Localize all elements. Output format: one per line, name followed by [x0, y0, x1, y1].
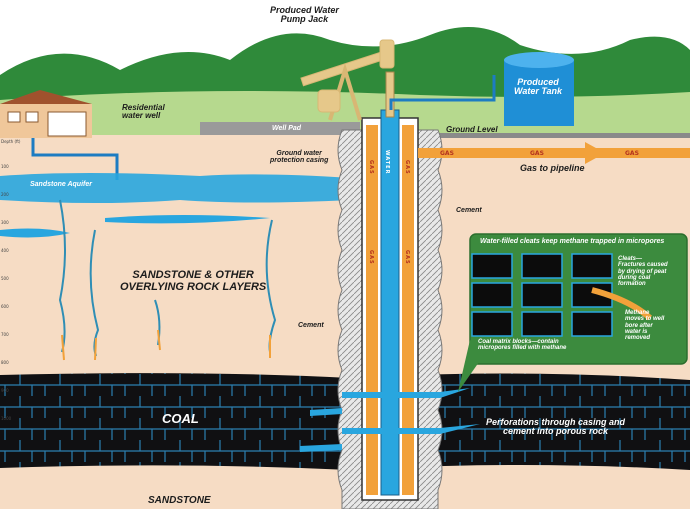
depth-axis-title: Depth (ft)	[1, 139, 21, 144]
aquifer-label: Sandstone Aquifer	[30, 181, 92, 188]
overlying-layers-label: SANDSTONE & OTHER OVERLYING ROCK LAYERS	[120, 269, 267, 293]
pipeline-gas-label-2: GAS	[530, 150, 544, 157]
cleats-inset	[458, 233, 688, 392]
coal-label: COAL	[162, 411, 199, 426]
depth-tick-label: 300	[1, 220, 9, 225]
gas-annulus-label-2: GAS	[404, 160, 410, 175]
gas-annulus-right	[402, 125, 414, 495]
residential-well-label: Residential water well	[122, 103, 165, 121]
house	[0, 90, 92, 138]
well-pad	[200, 122, 360, 135]
ground-level-line	[420, 133, 690, 138]
depth-tick-label: 600	[1, 304, 9, 309]
inset-title: Water-filled cleats keep methane trapped…	[480, 238, 665, 245]
residential-well-pipe	[31, 138, 119, 180]
protection-casing-label: Ground water protection casing	[270, 150, 329, 165]
sandstone-bottom-label: SANDSTONE	[148, 495, 211, 506]
gas-seeps	[61, 329, 271, 361]
pump-jack	[300, 39, 395, 121]
gas-annulus-label-3: GAS	[368, 250, 374, 265]
depth-tick-label: 800	[1, 360, 9, 365]
inset-methane-label: Methane moves to well bore after water i…	[625, 310, 665, 342]
pipeline-gas-label-3: GAS	[625, 150, 639, 157]
gas-to-pipeline-label: Gas to pipeline	[520, 163, 585, 173]
depth-tick-label: 700	[1, 332, 9, 337]
inset-cleats-label: Cleats— Fractures caused by drying of pe…	[618, 256, 668, 288]
gas-annulus-label-1: GAS	[368, 160, 374, 175]
water-pipe-to-tank	[389, 75, 496, 110]
perforations	[300, 388, 480, 452]
pipeline-gas-label-1: GAS	[440, 150, 454, 157]
cement-left-label: Cement	[298, 322, 324, 329]
cement-right-label: Cement	[456, 207, 482, 214]
pump-jack-label: Produced Water Pump Jack	[270, 5, 339, 25]
pipeline-arrow	[585, 142, 605, 164]
aquifer-lens-2	[0, 228, 70, 238]
ground-level-label: Ground Level	[446, 125, 498, 134]
water-tubing-label: WATER	[384, 150, 390, 175]
depth-tick-label: 900	[1, 388, 9, 393]
water-tank-label: Produced Water Tank	[514, 77, 563, 97]
water-tank	[504, 52, 574, 126]
perforations-label: Perforations through casing and cement i…	[486, 417, 626, 437]
gas-pipeline	[418, 148, 690, 158]
depth-tick-label: 100	[1, 164, 9, 169]
depth-tick-label: 200	[1, 192, 9, 197]
wellhead	[385, 71, 395, 118]
depth-tick-label: 1000	[1, 416, 12, 421]
aquifer	[0, 173, 350, 203]
depth-tick-label: 400	[1, 248, 9, 253]
well-pad-label: Well Pad	[272, 125, 302, 132]
gas-annulus-label-4: GAS	[404, 250, 410, 265]
gas-annulus-left	[366, 125, 378, 495]
aquifer-lens	[105, 215, 270, 224]
depth-tick-label: 500	[1, 276, 9, 281]
inset-matrix-label: Coal matrix blocks—contain micropores fi…	[478, 339, 567, 352]
